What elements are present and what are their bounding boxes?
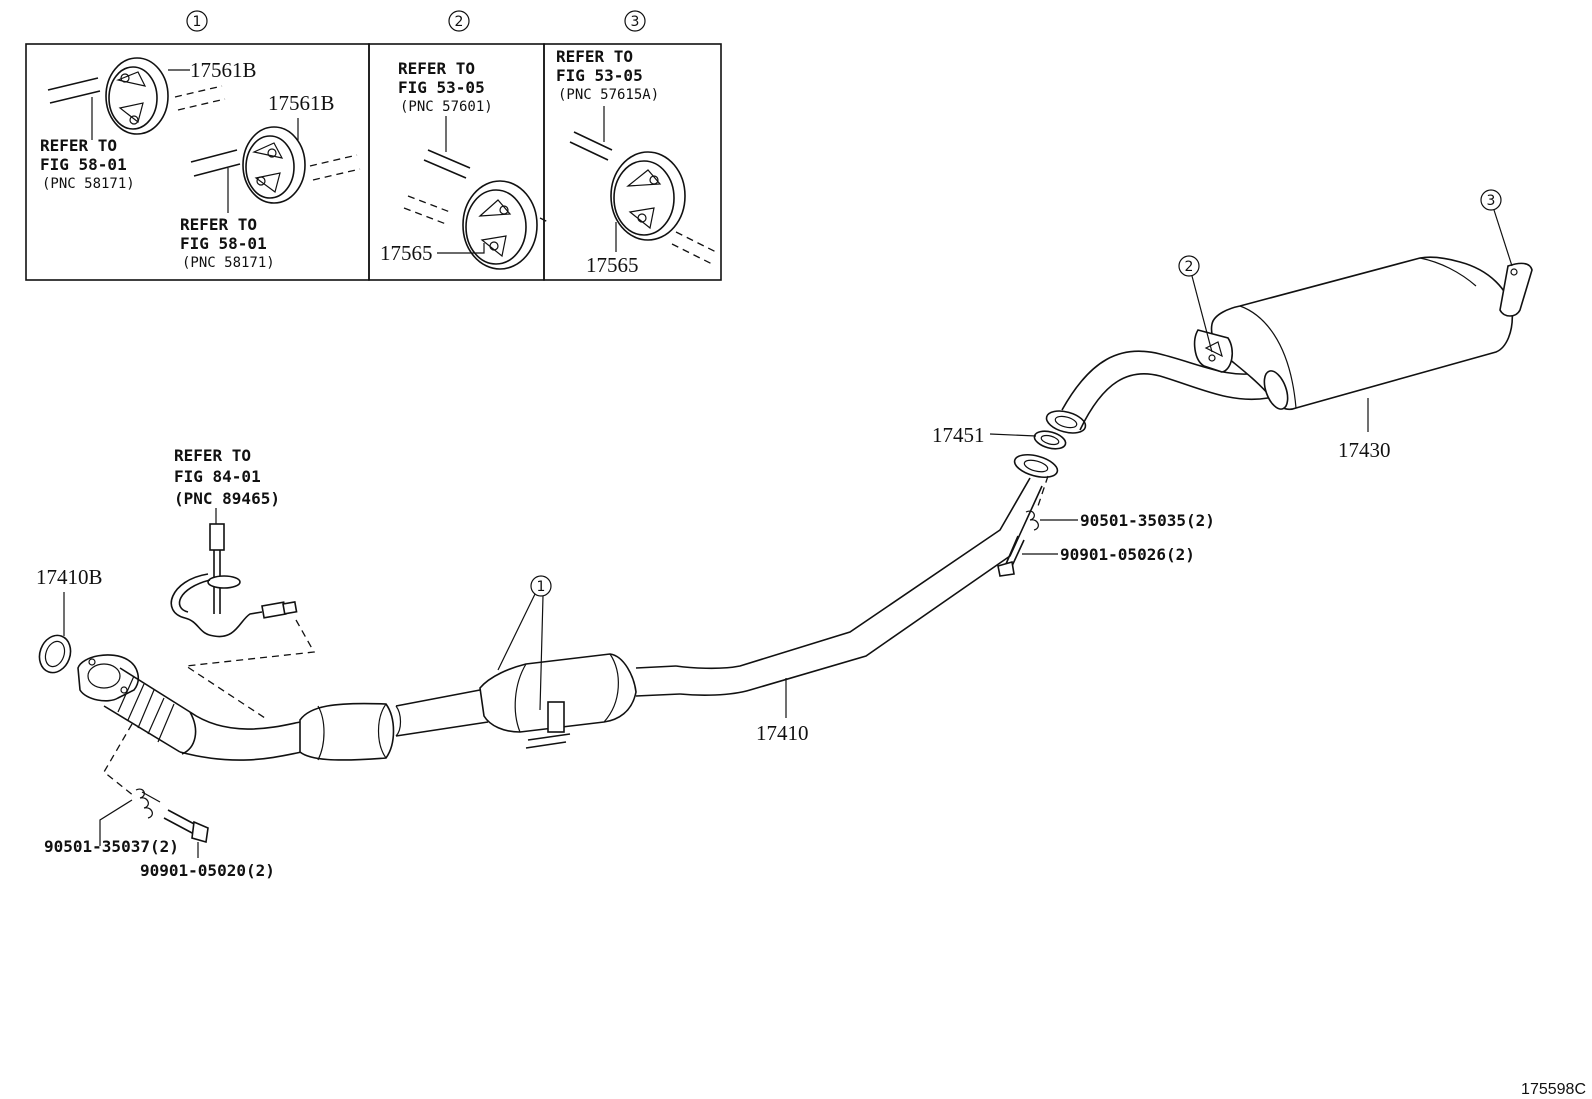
hanger-17565-inset2	[462, 180, 538, 270]
inset3-refer-line2: FIG 53-05	[556, 66, 643, 85]
callout-3: 3	[1480, 189, 1513, 267]
callout-2: 2	[1178, 255, 1213, 353]
inset2-refer-line2: FIG 53-05	[398, 78, 485, 97]
refer-b-line2: FIG 58-01	[180, 234, 267, 253]
inset-3-frame	[543, 43, 722, 281]
part-label-17565-inset2: 17565	[380, 241, 433, 265]
inset3-refer-line3: (PNC 57615A)	[558, 87, 659, 103]
part-label-90901-05026: 90901-05026(2)	[1060, 545, 1195, 564]
sensor-refer-line2: FIG 84-01	[174, 467, 261, 486]
front-fasteners: 90501-35037(2) 90901-05020(2)	[44, 723, 275, 880]
part-label-17565-inset3: 17565	[586, 253, 639, 277]
rear-fasteners: 90501-35035(2) 90901-05026(2)	[997, 475, 1215, 577]
inset-2-content: REFER TO FIG 53-05 (PNC 57601) 17565	[380, 59, 549, 270]
part-label-90501-35035: 90501-35035(2)	[1080, 511, 1215, 530]
refer-b-line1: REFER TO	[180, 215, 257, 234]
inset-3-marker: 3	[624, 10, 646, 32]
part-label-90901-05020: 90901-05020(2)	[140, 861, 275, 880]
inset-2-marker: 2	[448, 10, 470, 32]
oxygen-sensor	[170, 523, 316, 721]
svg-text:2: 2	[455, 14, 464, 30]
sensor-refer-line3: (PNC 89465)	[174, 489, 280, 508]
inset3-refer-line1: REFER TO	[556, 47, 633, 66]
inset-1-marker: 1	[186, 10, 208, 32]
refer-b-line3: (PNC 58171)	[182, 255, 275, 271]
exhaust-pipe-17410	[77, 453, 1059, 761]
callout-1: 1	[497, 575, 552, 711]
svg-text:2: 2	[1185, 259, 1194, 275]
inset-panels: 1 2 3	[25, 10, 722, 281]
inset-1-content: 17561B 17561B REFER TO FIG 58-01 (PNC 58…	[40, 57, 361, 271]
hanger-17561b-b	[190, 126, 361, 204]
gasket-17451: 17451	[932, 423, 1067, 450]
hanger-17561b-a	[47, 57, 226, 135]
refer-a-line3: (PNC 58171)	[42, 176, 135, 192]
sensor-refer-line1: REFER TO	[174, 446, 251, 465]
gasket-17410b: 17410B	[36, 565, 103, 674]
svg-text:1: 1	[193, 14, 202, 30]
part-label-17561b-b: 17561B	[268, 91, 335, 115]
part-label-17451: 17451	[932, 423, 985, 447]
figure-id: 175598C	[1521, 1081, 1586, 1098]
svg-text:1: 1	[537, 579, 546, 595]
svg-text:3: 3	[1487, 193, 1496, 209]
part-label-17410: 17410	[756, 721, 809, 745]
part-label-17430: 17430	[1338, 438, 1391, 462]
svg-text:3: 3	[631, 14, 640, 30]
part-label-17561b-a: 17561B	[190, 58, 257, 82]
sensor-reference: REFER TO FIG 84-01 (PNC 89465)	[174, 446, 280, 524]
refer-a-line1: REFER TO	[40, 136, 117, 155]
part-label-90501-35037: 90501-35037(2)	[44, 837, 179, 856]
inset-3-content: REFER TO FIG 53-05 (PNC 57615A) 17565	[556, 47, 717, 277]
inset2-refer-line1: REFER TO	[398, 59, 475, 78]
muffler-17430	[1045, 256, 1533, 434]
hanger-17565-inset3	[610, 151, 686, 241]
inset2-refer-line3: (PNC 57601)	[400, 99, 493, 115]
part-label-17410b: 17410B	[36, 565, 103, 589]
refer-a-line2: FIG 58-01	[40, 155, 127, 174]
